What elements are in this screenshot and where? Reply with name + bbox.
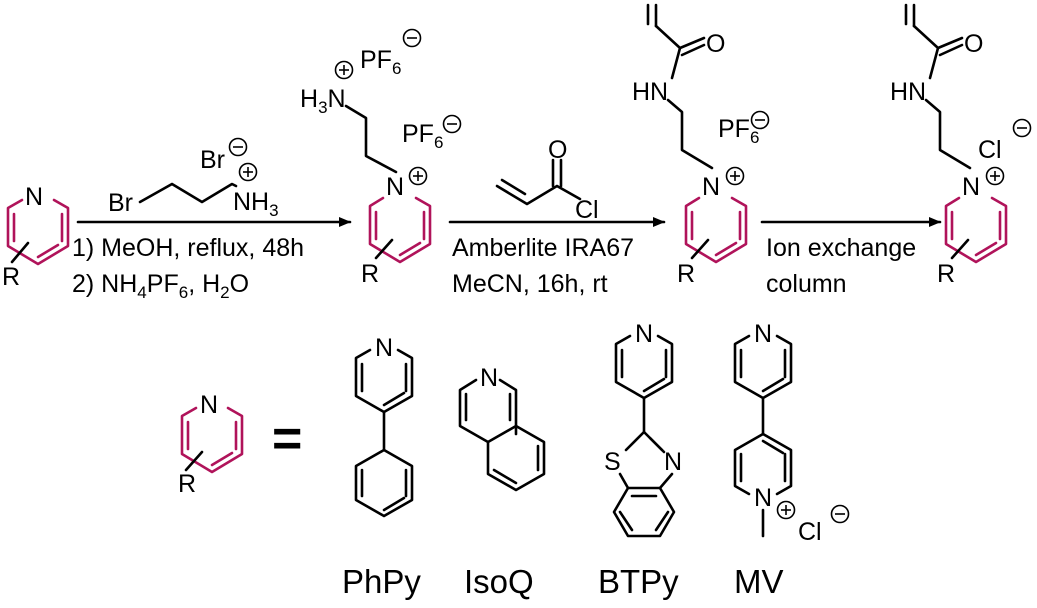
minus-charge-icon (830, 504, 850, 524)
atom-o: O (548, 136, 567, 164)
reagent-br: Br (108, 189, 133, 217)
svg-text:PF6: PF6 (402, 120, 443, 152)
atom-n: N (664, 448, 682, 476)
reaction-step-1: Br NH3 Br 1) MeOH, reflux, 48h 2) NH4PF6… (72, 137, 352, 302)
minus-charge-icon (1012, 118, 1032, 138)
step3-condition-2: column (766, 270, 847, 298)
step1-condition-2: 2) NH4PF6, H2O (72, 270, 249, 302)
pyridinium-n: N (386, 173, 404, 201)
atom-r: R (361, 260, 379, 288)
svg-text:NH3: NH3 (233, 188, 279, 220)
svg-text:H3N: H3N (300, 85, 346, 117)
label-btpy: BTPy (598, 563, 679, 600)
intermediate-acrylamide-pf6: O HN PF6 N R (632, 3, 770, 288)
atom-s: S (604, 448, 621, 476)
atom-r: R (937, 260, 955, 288)
starting-pyridine: N R (2, 183, 70, 291)
pyridinium-n: N (962, 173, 980, 201)
reagent-nh: NH (233, 188, 269, 216)
plus-charge-icon (408, 166, 428, 186)
step1-condition-1: 1) MeOH, reflux, 48h (72, 234, 304, 262)
label-phpy: PhPy (342, 563, 421, 600)
step2-condition-1: Amberlite IRA67 (452, 234, 634, 262)
structure-isoq: N (458, 364, 546, 492)
structure-phpy: N (354, 334, 414, 518)
label-isoq: IsoQ (464, 563, 534, 600)
plus-charge-icon (725, 166, 745, 186)
step2-condition-2: MeCN, 16h, rt (452, 270, 608, 298)
atom-n: N (754, 484, 772, 512)
plus-charge-icon (776, 500, 796, 520)
counterion-cl: Cl (798, 518, 822, 546)
counterion-br: Br (200, 146, 225, 174)
reaction-step-2: O Cl Amberlite IRA67 MeCN, 16h, rt (448, 136, 666, 298)
atom-n: N (754, 320, 772, 348)
atom-n: N (375, 334, 393, 362)
plus-charge-icon (985, 166, 1005, 186)
atom-n: N (480, 364, 498, 392)
minus-charge-icon (402, 28, 422, 48)
amine-h: H (300, 85, 318, 113)
minus-charge-icon (442, 114, 462, 134)
atom-r: R (178, 470, 196, 498)
atom-o: O (706, 30, 725, 58)
generic-pyridine-legend: N R (178, 391, 244, 498)
plus-charge-icon (334, 60, 354, 80)
intermediate-aminopropyl: H3N PF6 PF6 N R (300, 28, 462, 288)
amide-nh: HN (890, 78, 926, 106)
svg-text:PF6: PF6 (360, 46, 401, 78)
step3-condition-1: Ion exchange (766, 234, 916, 262)
label-mv: MV (734, 563, 784, 600)
equals-sign: = (272, 410, 302, 468)
product-acrylamide-chloride: O HN Cl N R (890, 3, 1032, 288)
minus-charge-icon (750, 110, 770, 130)
reaction-step-3: Ion exchange column (760, 217, 942, 298)
atom-n: N (635, 320, 653, 348)
counterion-cl: Cl (978, 136, 1002, 164)
atom-n: N (25, 183, 43, 211)
svg-text:PF6: PF6 (718, 115, 759, 147)
atom-o: O (964, 30, 983, 58)
atom-n: N (200, 391, 218, 419)
minus-charge-icon (228, 137, 248, 157)
structure-mv: N N Cl (733, 320, 850, 546)
amide-nh: HN (632, 78, 668, 106)
plus-charge-icon (238, 162, 258, 182)
structure-btpy: N S N (604, 320, 682, 538)
atom-cl: Cl (575, 196, 599, 224)
atom-r: R (2, 263, 20, 291)
pyridinium-n: N (702, 173, 720, 201)
atom-r: R (677, 260, 695, 288)
